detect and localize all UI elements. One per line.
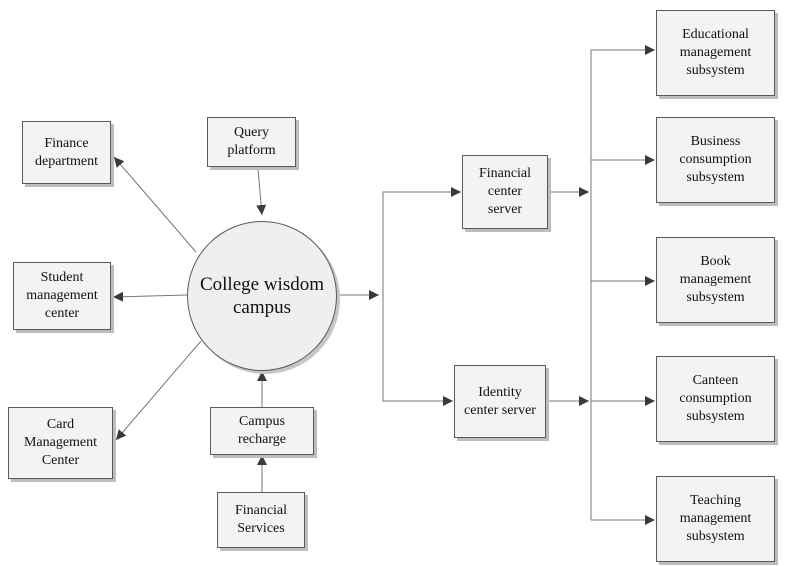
canteen-consumption-subsystem-label: Canteen consumption subsystem [679, 373, 752, 424]
teaching-management-subsystem-node: Teaching management subsystem [656, 476, 775, 562]
student-management-center-label: Student management center [26, 270, 98, 321]
educational-management-subsystem-label: Educational management subsystem [679, 27, 752, 78]
campus-recharge-label: Campus recharge [238, 414, 286, 447]
query-platform-label: Query platform [227, 125, 276, 158]
bracket-servers [382, 191, 445, 402]
arrow-to-student [112, 291, 188, 302]
identity-center-server-node: Identity center server [454, 365, 546, 438]
card-management-center-label: Card Management Center [23, 417, 98, 468]
college-wisdom-campus-label: College wisdom campus [199, 274, 325, 318]
arrow-query-to-campus [256, 168, 267, 216]
query-platform-node: Query platform [207, 117, 296, 167]
book-management-subsystem-node: Book management subsystem [656, 237, 775, 323]
finance-department-node: Finance department [22, 121, 111, 184]
card-management-center-node: Card Management Center [8, 407, 113, 479]
teaching-management-subsystem-label: Teaching management subsystem [679, 493, 752, 544]
student-management-center-node: Student management center [13, 262, 111, 330]
identity-center-server-label: Identity center server [464, 384, 536, 418]
canteen-consumption-subsystem-node: Canteen consumption subsystem [656, 356, 775, 442]
business-consumption-subsystem-node: Business consumption subsystem [656, 117, 775, 203]
financial-center-server-label: Financial center server [478, 166, 532, 217]
financial-services-node: Financial Services [217, 492, 305, 548]
book-management-subsystem-label: Book management subsystem [679, 254, 752, 305]
financial-center-server-node: Financial center server [462, 155, 548, 229]
financial-services-label: Financial Services [234, 503, 288, 536]
educational-management-subsystem-node: Educational management subsystem [656, 10, 775, 96]
campus-recharge-node: Campus recharge [210, 407, 314, 455]
arrow-to-finance [113, 156, 197, 253]
arrow-to-card [115, 340, 202, 441]
finance-department-label: Finance department [35, 135, 98, 169]
college-wisdom-campus-node: College wisdom campus [187, 221, 337, 371]
business-consumption-subsystem-label: Business consumption subsystem [679, 134, 752, 185]
